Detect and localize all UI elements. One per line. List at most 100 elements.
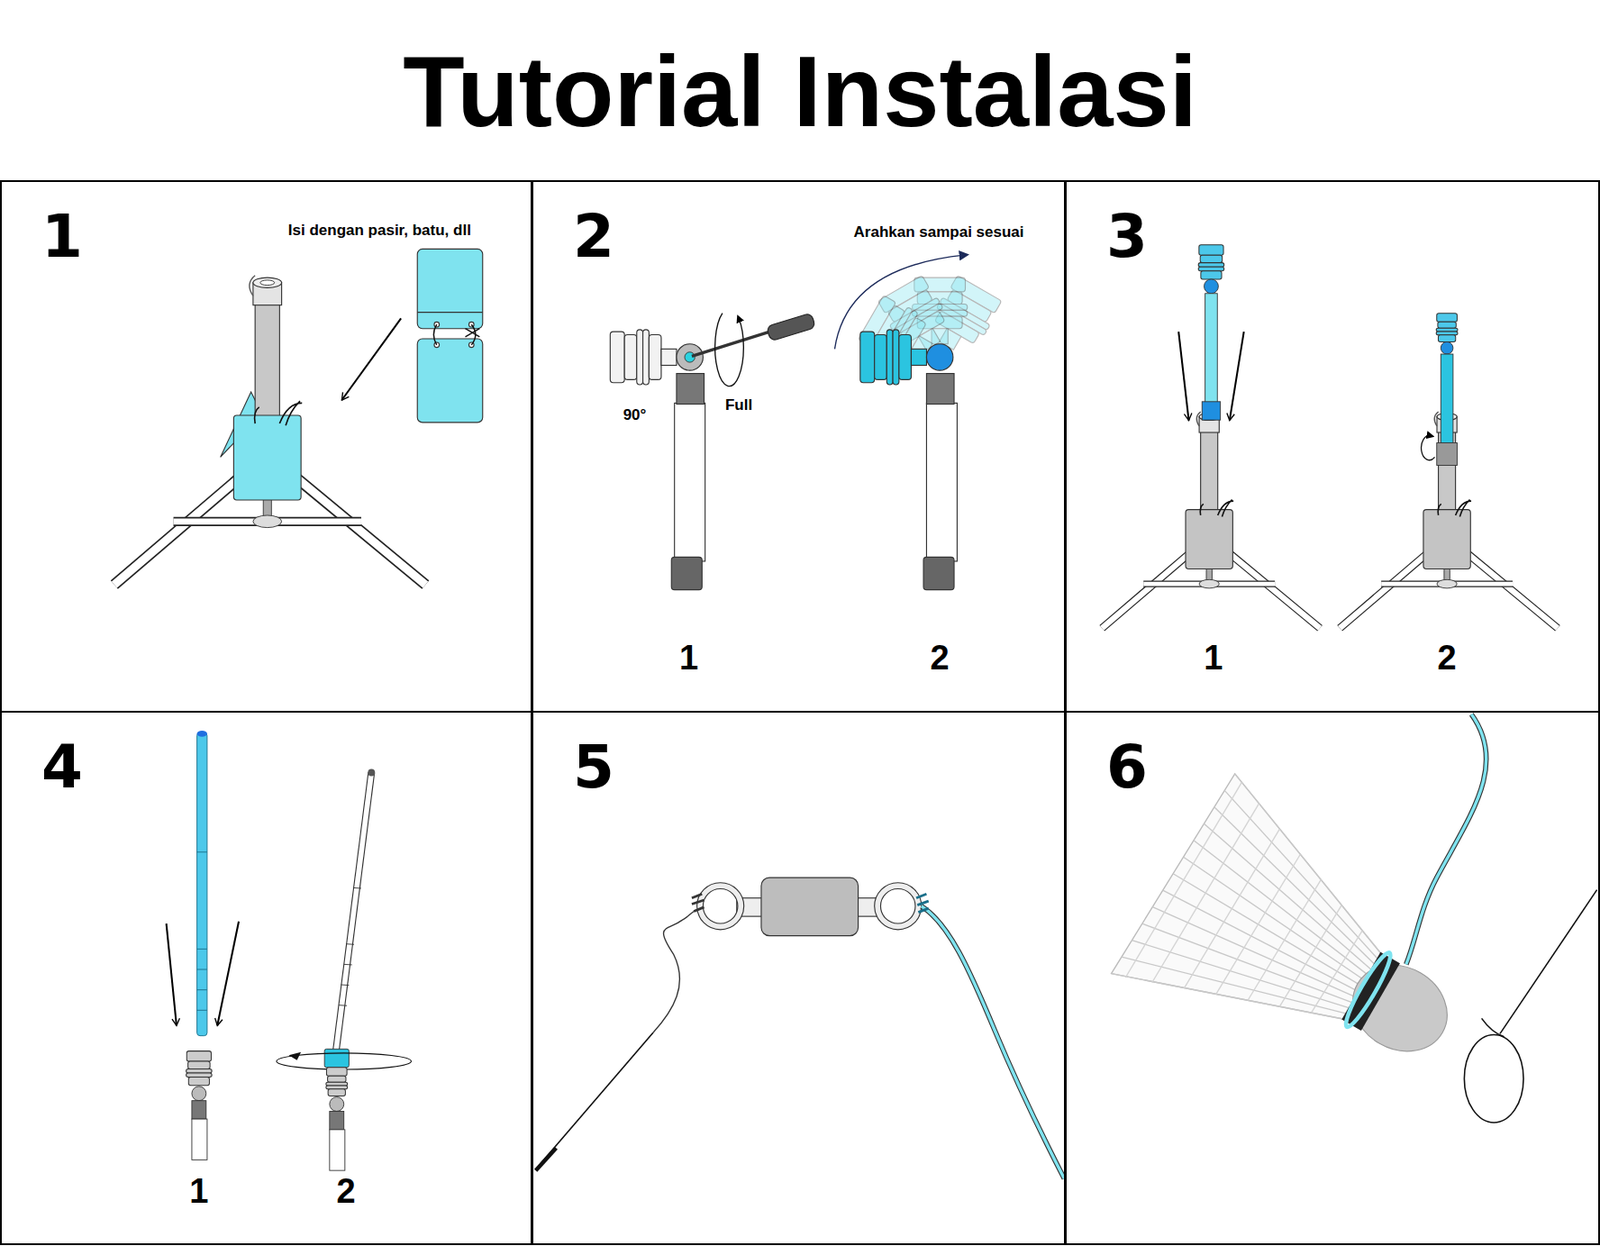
swivel-head	[609, 329, 677, 385]
rod-end	[1201, 401, 1220, 420]
step-number: 1	[41, 207, 83, 267]
head-ring	[1199, 245, 1224, 255]
step-number: 5	[572, 737, 615, 798]
skirt-rib	[1178, 840, 1386, 978]
pole-handle	[249, 275, 255, 297]
head-ring	[186, 1068, 213, 1073]
tripod-hub	[1436, 579, 1457, 589]
cork-band	[1341, 952, 1400, 1031]
step-panel: 1	[0, 180, 533, 713]
head-neck	[661, 348, 677, 365]
instruction-note: Isi dengan pasir, batu, dll	[288, 222, 472, 240]
swivel-ring	[877, 885, 919, 927]
joint-ball	[191, 1086, 207, 1101]
skirt-rib	[1131, 896, 1353, 1054]
tripod-stand	[1101, 411, 1320, 628]
swivel-head-vertical	[186, 1051, 213, 1086]
swivel-head-vertical	[1436, 313, 1458, 343]
head-ring	[874, 335, 888, 381]
sand-bag-bottom	[417, 338, 482, 423]
string-line	[1500, 890, 1598, 1035]
screwdriver-handle	[766, 312, 817, 341]
head-ring	[609, 331, 625, 383]
head-ring	[624, 335, 637, 381]
pole-handle	[1434, 411, 1438, 427]
tripod-stand	[1339, 411, 1558, 628]
rotate-arrow	[1421, 435, 1436, 460]
head-ring	[326, 1081, 348, 1086]
head-neck	[910, 348, 927, 365]
bag-tie	[433, 324, 480, 346]
screwdriver-shaft	[691, 330, 774, 356]
rotate-arrow	[715, 313, 745, 387]
head-ring	[327, 1089, 346, 1097]
elastic-cord-fill	[921, 906, 1065, 1179]
head-ring	[1436, 327, 1458, 332]
swivel-head	[860, 329, 928, 385]
head-ring	[1198, 263, 1225, 268]
swivel-ring	[700, 885, 741, 927]
rod-tip-line	[540, 1032, 654, 1164]
skirt-ring	[1152, 801, 1260, 984]
swivel-head-vertical	[326, 1067, 348, 1097]
pole-handle	[1196, 411, 1200, 427]
weight-bag	[1423, 509, 1471, 570]
long-rod	[197, 732, 208, 1036]
angle-label: 90°	[623, 407, 647, 425]
line-knot	[691, 893, 705, 911]
tripod-hub	[1199, 579, 1219, 589]
step-number: 6	[1106, 737, 1148, 798]
rod-segment	[344, 963, 353, 966]
pole-collar	[1436, 443, 1458, 466]
rod-segment	[345, 943, 355, 946]
pole-foot	[671, 556, 702, 590]
head-ring	[899, 335, 912, 381]
bag-lace	[1437, 500, 1472, 518]
tripod-hub	[253, 515, 282, 528]
instruction-note: Arahkan sampai sesuai	[854, 224, 1025, 242]
long-rod	[336, 772, 373, 1053]
skirt-ring	[1125, 781, 1242, 980]
rod-pole	[1205, 293, 1219, 417]
weight-bag	[1185, 509, 1233, 570]
step-number: 2	[572, 207, 615, 267]
substep-number: 1	[189, 1172, 209, 1211]
direction-arrow	[835, 254, 965, 349]
insert-arrow	[166, 923, 177, 1026]
swivel-ring	[700, 885, 741, 927]
head-ring	[886, 329, 893, 385]
rod-segment	[353, 887, 362, 890]
page-title: Tutorial Instalasi	[0, 36, 1600, 147]
pole-cap-top	[253, 277, 282, 288]
cord-loop	[1340, 949, 1396, 1031]
substep-number: 2	[336, 1172, 355, 1211]
head-ring	[326, 1067, 347, 1077]
head-ring	[186, 1072, 213, 1078]
fill-arrow	[341, 318, 401, 400]
rotate-arrow-head	[289, 1052, 302, 1061]
head-ring	[1198, 266, 1225, 272]
skirt-rib	[1111, 906, 1347, 1087]
joint-ball	[329, 1097, 345, 1112]
head-ring	[1436, 331, 1458, 336]
rod-segment	[197, 969, 208, 971]
pole-foot	[923, 556, 955, 590]
insert-arrow	[1178, 331, 1189, 421]
bag-lace	[254, 400, 303, 426]
joint-block	[329, 1110, 345, 1129]
rod-pole	[1440, 354, 1454, 456]
joint-ball	[676, 344, 703, 371]
skirt-ring	[1280, 903, 1343, 1009]
joint-block	[191, 1100, 207, 1119]
stand-pole	[674, 402, 706, 562]
pole-hole	[260, 280, 275, 286]
elastic-cord	[921, 906, 1065, 1179]
rod-tip	[536, 1147, 557, 1171]
head-ring	[860, 331, 875, 383]
rod-segment	[338, 1004, 347, 1007]
elastic-cord-fill	[1406, 714, 1487, 964]
weight-bag	[233, 415, 301, 500]
rod-coupler	[324, 1048, 349, 1067]
rod-cap	[367, 768, 375, 776]
